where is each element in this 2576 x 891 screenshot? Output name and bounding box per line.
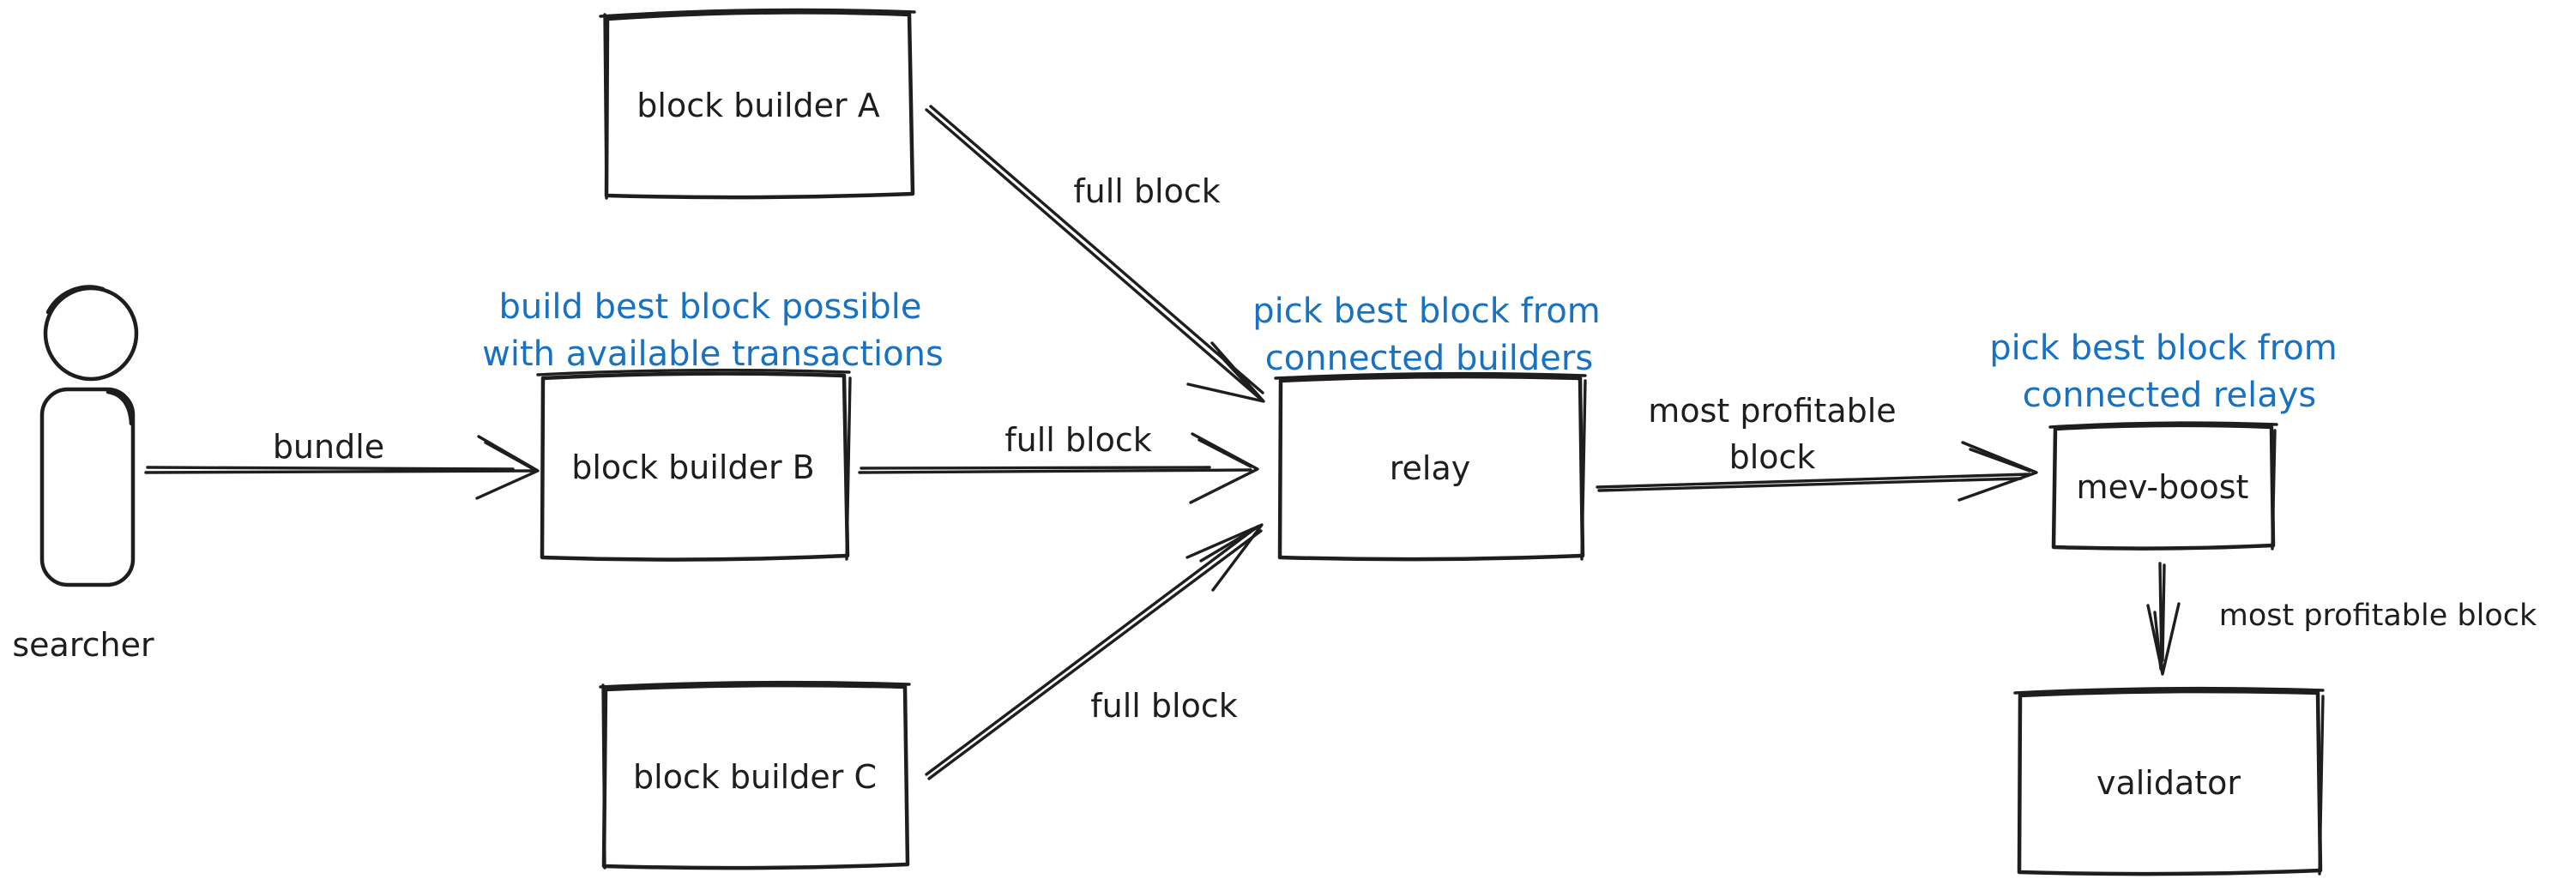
searcher-head-overdraw bbox=[45, 285, 106, 315]
node-validator: validator bbox=[2013, 686, 2325, 876]
arrowhead-overdraw bbox=[1216, 352, 1263, 401]
mev-boost-box-overdraw-top bbox=[2048, 421, 2278, 429]
block-builder-a-label: block builder A bbox=[636, 87, 879, 124]
most-profitable-block-label-right: most profitable block bbox=[2219, 599, 2537, 633]
block-builder-a-box-overdraw-top bbox=[599, 8, 916, 18]
validator-box-overdraw-right bbox=[2318, 695, 2325, 876]
arrowhead bbox=[1185, 523, 1264, 592]
arrow-shaft bbox=[925, 525, 1259, 776]
arrowhead-overdraw bbox=[1199, 527, 1258, 563]
arrow-shaft-overdraw bbox=[146, 466, 515, 471]
arrow-relay-to-mev-boost: most profitable block bbox=[1596, 392, 2038, 502]
arrow-shaft-overdraw bbox=[2161, 563, 2166, 662]
annotation-builders-line1: build best block possible bbox=[499, 287, 922, 327]
arrowhead bbox=[1186, 341, 1265, 403]
arrow-shaft-overdraw bbox=[929, 105, 1264, 394]
arrowhead-overdraw bbox=[484, 441, 534, 470]
arrow-shaft-overdraw bbox=[927, 529, 1263, 780]
most-profitable-block-label-line1: most profitable bbox=[1648, 392, 1896, 430]
arrow-shaft-overdraw bbox=[1597, 477, 2023, 492]
block-builder-c-box bbox=[601, 683, 910, 870]
arrowhead bbox=[2146, 602, 2181, 676]
relay-box-overdraw-right bbox=[1580, 379, 1587, 561]
node-block-builder-c: block builder C bbox=[599, 680, 911, 870]
arrow-shaft bbox=[1596, 473, 2031, 489]
annotation-builders: build best block possible with available… bbox=[482, 287, 944, 374]
arrow-builder-c-to-relay: full block bbox=[925, 523, 1264, 780]
annotation-mev-boost-line1: pick best block from bbox=[1989, 328, 2338, 368]
arrow-builder-b-to-relay: full block bbox=[858, 421, 1259, 504]
annotation-relay-line1: pick best block from bbox=[1252, 292, 1601, 331]
relay-box-overdraw-top bbox=[1274, 371, 1587, 380]
bundle-label: bundle bbox=[273, 428, 384, 466]
node-relay: relay bbox=[1274, 371, 1587, 562]
node-block-builder-a: block builder A bbox=[599, 8, 916, 200]
most-profitable-block-label-line2: block bbox=[1729, 438, 1816, 476]
node-block-builder-b: block builder B bbox=[536, 368, 852, 562]
annotation-mev-boost: pick best block from connected relays bbox=[1989, 328, 2338, 415]
arrow-builder-a-to-relay: full block bbox=[925, 105, 1265, 403]
full-block-label-bottom: full block bbox=[1090, 687, 1237, 725]
validator-label: validator bbox=[2096, 764, 2241, 802]
mev-boost-box-overdraw-right bbox=[2271, 429, 2277, 551]
arrow-searcher-to-builder-b: bundle bbox=[144, 428, 540, 500]
arrow-shaft bbox=[144, 469, 537, 474]
block-builder-a-box-overdraw-left bbox=[603, 13, 608, 200]
mev-boost-label: mev-boost bbox=[2077, 468, 2249, 506]
full-block-label-middle: full block bbox=[1004, 421, 1151, 459]
arrow-mev-boost-to-validator: most profitable block bbox=[2146, 562, 2537, 676]
arrowhead-overdraw bbox=[1969, 448, 2031, 473]
annotation-mev-boost-line2: connected relays bbox=[2023, 376, 2316, 415]
block-builder-b-box-overdraw-right bbox=[845, 376, 852, 561]
block-builder-b-label: block builder B bbox=[571, 449, 815, 486]
annotation-relay: pick best block from connected builders bbox=[1252, 292, 1601, 378]
block-builder-c-box-overdraw-top bbox=[599, 680, 911, 689]
node-mev-boost: mev-boost bbox=[2048, 421, 2278, 551]
arrow-shaft-overdraw bbox=[860, 466, 1211, 470]
block-builder-b-box-overdraw-top bbox=[536, 368, 851, 376]
arrow-shaft bbox=[858, 468, 1252, 474]
arrow-shaft bbox=[925, 108, 1261, 400]
annotation-relay-line2: connected builders bbox=[1265, 339, 1593, 378]
arrowhead-overdraw bbox=[2153, 611, 2163, 671]
arrowhead-overdraw bbox=[1198, 438, 1252, 468]
block-builder-c-box-overdraw-left bbox=[601, 683, 606, 870]
searcher-body-overdraw bbox=[106, 389, 134, 426]
relay-label: relay bbox=[1390, 449, 1471, 487]
annotation-builders-line2: with available transactions bbox=[482, 334, 944, 374]
node-searcher: searcher bbox=[12, 285, 154, 664]
block-builder-c-label: block builder C bbox=[633, 758, 877, 796]
validator-box-overdraw-top bbox=[2013, 686, 2325, 695]
block-builder-a-box bbox=[604, 10, 915, 200]
arrowhead bbox=[1958, 441, 2038, 502]
searcher-body-icon bbox=[39, 387, 136, 587]
searcher-head-icon bbox=[43, 286, 139, 382]
arrowhead bbox=[1189, 432, 1259, 504]
arrowhead bbox=[475, 435, 540, 500]
full-block-label-top: full block bbox=[1073, 172, 1220, 210]
searcher-label: searcher bbox=[12, 626, 154, 664]
